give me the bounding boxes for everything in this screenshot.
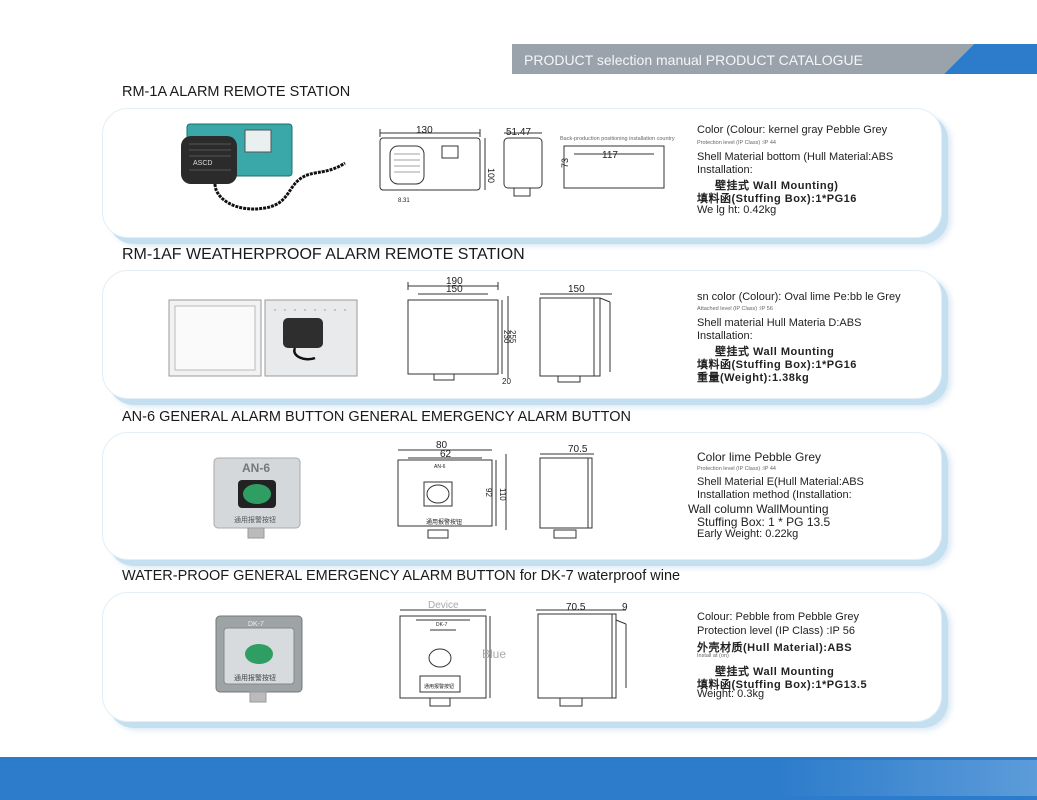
rm1a-dim-depth: 51.47 (506, 127, 531, 138)
rm1a-drawing: 130 51.47 100 117 73 8.31 Back-productio… (379, 125, 675, 204)
spec-installation: Install at (on) (697, 653, 729, 659)
rm1af-dim-h1: 230 (502, 330, 511, 344)
spec-color: Colour: Pebble from Pebble Grey (697, 611, 860, 623)
dk7-drawing-label: DK-7 (436, 622, 448, 628)
rm1a-drawing-note: Back-production positioning installation… (560, 136, 675, 142)
spec-stuffing-box: 填料函(Stuffing Box):1*PG13.5 (697, 679, 868, 691)
spec-protection: Protection level (IP Class) :IP 44 (697, 466, 776, 472)
section-title-rm1af: RM-1AF WEATHERPROOF ALARM REMOTE STATION (122, 246, 525, 263)
an6-photo: AN-6 通用报警按钮 (213, 457, 301, 539)
dk7-photo: DK-7 通用报警按钮 (215, 615, 303, 703)
footer-band (0, 757, 1037, 800)
section-title-an6: AN-6 GENERAL ALARM BUTTON GENERAL EMERGE… (122, 409, 631, 425)
rm1af-photo (168, 299, 358, 377)
rm1af-dim-h2: 255 (508, 330, 517, 344)
spec-weight: Weight: 0.3kg (697, 688, 765, 700)
rm1a-photo: ASCD (181, 123, 346, 211)
section-title-rm1a: RM-1A ALARM REMOTE STATION (122, 84, 351, 100)
an6-dim-depth: 70.5 (568, 444, 588, 455)
an6-drawing: 80 62 70.5 92 110 AN-6 通用报警按钮 (397, 440, 594, 539)
spec-protection: Protection level (IP Class) :IP 56 (697, 625, 855, 637)
rm1a-dim-mount-h: 73 (560, 158, 570, 168)
spec-material: Shell Material bottom (Hull Material:ABS (697, 151, 894, 163)
spec-stuffing-box: Stuffing Box: 1 * PG 13.5 (697, 515, 831, 529)
dk7-dim-depth: 70.5 (566, 602, 586, 613)
spec-protection: Attached level (IP Class) :IP 56 (697, 306, 773, 312)
spec-weight: 重量(Weight):1.38kg (697, 372, 810, 384)
spec-stuffing-box: 填料函(Stuffing Box):1*PG16 (697, 193, 857, 205)
spec-installation: Installation: (697, 164, 753, 176)
an6-dim-h2: 110 (498, 488, 507, 501)
rm1af-dim-w1: 190 (446, 276, 463, 287)
spec-installation: Installation method (Installation: (697, 489, 852, 501)
spec-installation: Installation: (697, 330, 753, 342)
rm1af-drawing: 190 150 150 230 255 20 (407, 276, 612, 386)
rm1a-device-brand: ASCD (193, 160, 212, 167)
spec-weight: We lg ht: 0.42kg (697, 204, 777, 216)
rm1af-dim-depth: 150 (568, 284, 585, 295)
an6-photo-label: AN-6 (242, 461, 270, 475)
spec-mounting: 壁挂式 Wall Mounting) (715, 180, 839, 192)
an6-dim-h1: 92 (484, 488, 493, 497)
dk7-overlay-mid: Blue (482, 647, 506, 661)
spec-material: Shell Material E(Hull Material:ABS (697, 476, 864, 488)
section-title-dk7: WATER-PROOF GENERAL EMERGENCY ALARM BUTT… (122, 568, 681, 584)
rm1a-dim-width: 130 (416, 125, 433, 136)
an6-photo-text: 通用报警按钮 (234, 515, 276, 524)
spec-protection: Protection level (IP Class) :IP 44 (697, 140, 776, 146)
footer-highlight (780, 760, 1037, 796)
dk7-drawing: 70.5 9 DK-7 Device Blue 通用报警按钮 (399, 600, 628, 707)
an6-dim-w2: 62 (440, 449, 452, 460)
rm1a-dim-small: 8.31 (398, 198, 410, 204)
spec-material: Shell material Hull Materia D:ABS (697, 317, 862, 329)
dk7-dim-small: 9 (622, 602, 628, 613)
spec-stuffing-box: 填料函(Stuffing Box):1*PG16 (697, 359, 857, 371)
rm1a-dim-height: 100 (486, 168, 496, 183)
rm1af-dim-small: 20 (502, 377, 511, 386)
dk7-drawing-text: 通用报警按钮 (424, 683, 454, 690)
spec-material: 外壳材质(Hull Material):ABS (697, 642, 853, 654)
spec-mounting: Wall column WallMounting (688, 502, 829, 516)
rm1af-dim-w2: 150 (446, 284, 463, 295)
spec-color: Color (Colour: kernel gray Pebble Grey (697, 124, 888, 136)
an6-drawing-text: 通用报警按钮 (426, 518, 462, 526)
an6-dim-w1: 80 (436, 440, 448, 451)
catalogue-header: PRODUCT selection manual PRODUCT CATALOG… (512, 44, 1037, 74)
spec-mounting: 壁挂式 Wall Mounting (715, 666, 835, 678)
an6-drawing-label: AN-6 (434, 464, 446, 470)
spec-weight: Early Weight: 0.22kg (697, 528, 799, 540)
rm1a-dim-mount: 117 (602, 150, 618, 161)
spec-mounting: 壁挂式 Wall Mounting (715, 346, 835, 358)
header-banner-shape (512, 44, 1037, 74)
spec-color: Color lime Pebble Grey (697, 450, 822, 464)
spec-color: sn color (Colour): Oval lime Pe:bb le Gr… (697, 291, 901, 303)
dk7-photo-text: 通用报警按钮 (234, 673, 276, 682)
dk7-overlay-top: Device (428, 600, 459, 611)
header-title: PRODUCT selection manual PRODUCT CATALOG… (524, 52, 863, 68)
dk7-photo-label: DK-7 (248, 621, 264, 628)
